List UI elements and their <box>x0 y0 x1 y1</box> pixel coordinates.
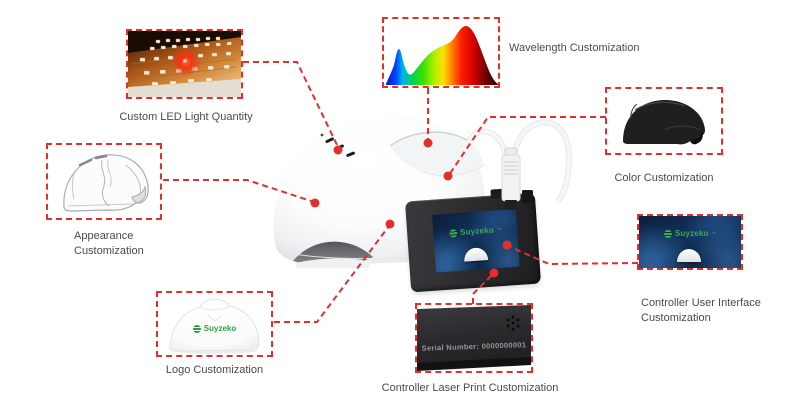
laser-print-image-box: Serial Number: 0000000001 <box>415 303 533 373</box>
color-label: Color Customization <box>614 172 714 184</box>
wavelength-label: Wavelength Customization <box>509 42 640 54</box>
appearance-label-line1: Appearance <box>74 230 134 242</box>
black-helmet-image <box>623 100 705 145</box>
controller-ui-label-line1: Controller User Interface <box>641 297 761 309</box>
brand-logo-icon <box>448 228 458 238</box>
brand-logo-text: Suyzeko <box>203 324 237 333</box>
sketch-helmet-image <box>63 154 149 212</box>
appearance-label-line2: Customization <box>74 245 144 257</box>
trademark-mark: ™ <box>496 227 502 233</box>
controller-back-image: Serial Number: 0000000001 <box>417 305 531 371</box>
logo-label: Logo Customization <box>165 364 264 376</box>
led-quantity-image-box <box>126 29 243 99</box>
logo-helmet-image <box>169 298 260 354</box>
controller-ui-image: Suyzeko ™ <box>639 216 741 268</box>
logo-image-box: Suyzeko <box>156 291 273 357</box>
brand-logo-text: Suyzeko <box>459 225 495 237</box>
controller-ui-label-line2: Customization <box>641 312 711 324</box>
controller-ui-label: Controller User Interface Customization <box>641 296 761 326</box>
led-quantity-label: Custom LED Light Quantity <box>119 111 253 123</box>
brand-logo-text: Suyzeko <box>674 229 709 238</box>
controller-ui-image-box: Suyzeko ™ <box>637 214 743 270</box>
screen-helmet-graphic <box>463 247 489 262</box>
led-pcb-image <box>128 31 241 97</box>
brand-logo-icon <box>663 229 672 238</box>
logo-helmet-brand: Suyzeko <box>158 324 271 333</box>
brand-logo-icon <box>192 324 201 333</box>
main-controller-screen: Suyzeko ™ <box>431 208 520 273</box>
wavelength-image-box <box>382 17 500 88</box>
appearance-image-box <box>46 143 162 220</box>
laser-print-label: Controller Laser Print Customization <box>381 382 559 394</box>
color-image-box <box>605 87 723 155</box>
cable-plug <box>501 147 533 210</box>
screen-helmet-graphic <box>677 249 701 262</box>
wavelength-spectrum-chart <box>384 19 498 86</box>
trademark-mark: ™ <box>711 231 717 236</box>
appearance-label: Appearance Customization <box>74 229 144 259</box>
